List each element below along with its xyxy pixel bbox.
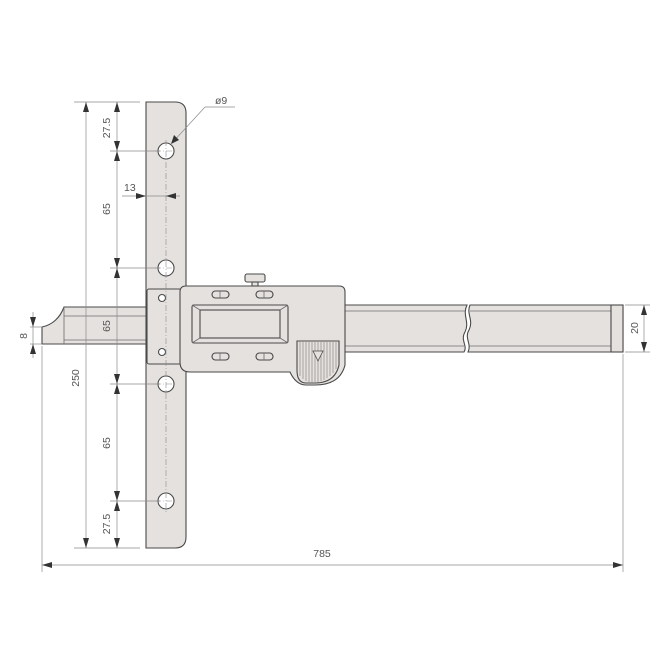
label-bottom-margin: 27.5: [101, 514, 113, 535]
label-hole-diameter: ø9: [215, 95, 227, 107]
label-beam-height: 20: [629, 322, 641, 334]
label-hole-pitch-3: 65: [101, 437, 113, 449]
label-hole-pitch-1: 65: [101, 203, 113, 215]
buttons: [211, 290, 274, 361]
label-hole-pitch-2: 65: [101, 320, 113, 332]
thumb-roller: [296, 340, 340, 384]
label-overall-length: 785: [313, 548, 331, 560]
mounting-holes: [155, 140, 177, 512]
base-clamp: [146, 288, 182, 365]
dimension-lines: [30, 101, 650, 572]
label-hole-edge-offset: 13: [124, 182, 136, 194]
beam: [342, 304, 624, 353]
label-top-margin: 27.5: [101, 118, 113, 139]
label-base-length: 250: [70, 369, 82, 387]
dimension-labels: ø9 27.5 65 65 65 27.5 13 250 8 20 785: [18, 95, 641, 560]
label-tip-height: 8: [18, 333, 30, 339]
lcd-display: [191, 304, 289, 344]
measuring-tip: [41, 306, 151, 345]
